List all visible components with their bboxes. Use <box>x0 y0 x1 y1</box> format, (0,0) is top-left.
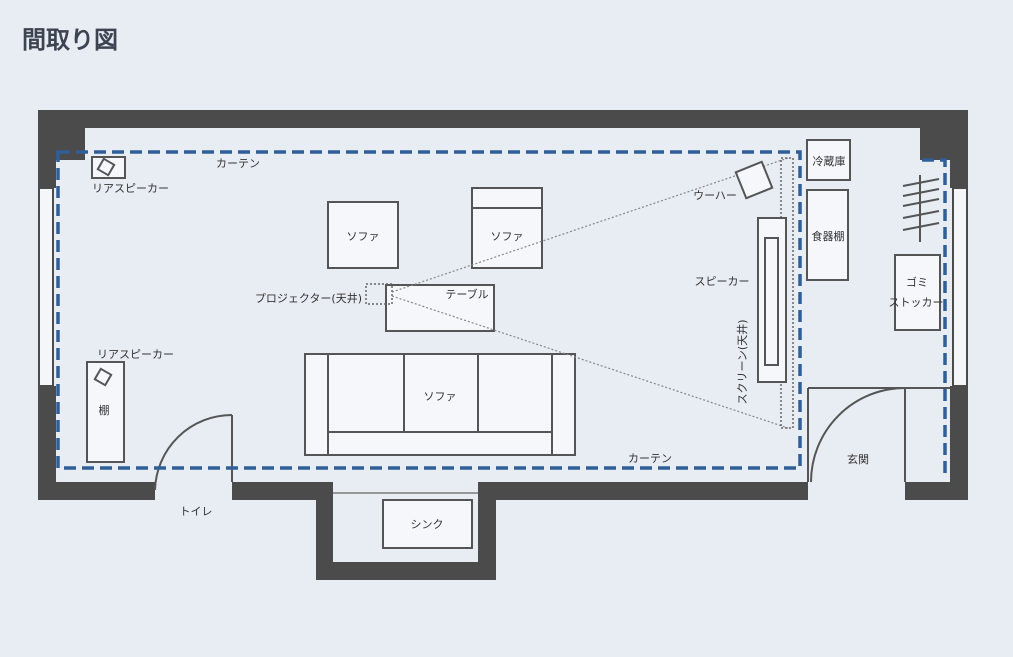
rear-speaker-top <box>91 156 126 179</box>
walls <box>38 110 968 580</box>
label-woofer: ウーハー <box>693 189 737 202</box>
label-sofa-3: ソファ <box>424 390 457 403</box>
front-speaker <box>757 217 787 383</box>
wall-alcove-left <box>316 482 333 580</box>
entrance-door <box>807 387 950 483</box>
label-rear-speaker-left: リアスピーカー <box>97 348 174 361</box>
label-trash-line2: ストッカー <box>889 296 944 309</box>
label-table: テーブル <box>445 287 488 301</box>
label-cupboard: 食器棚 <box>812 229 845 243</box>
projector <box>365 283 393 305</box>
front-speaker-inner <box>764 237 779 366</box>
wall-bottom-mid-right <box>478 482 808 500</box>
wall-bottom-right <box>905 482 968 500</box>
wall-corner-top-right <box>920 128 968 160</box>
wall-top <box>38 110 968 128</box>
hanger-rack <box>902 175 940 242</box>
sofa-3-body <box>304 353 576 456</box>
wall-alcove-right <box>478 482 496 580</box>
label-trash-line1: ゴミ <box>906 275 928 289</box>
fridge <box>806 139 851 181</box>
cupboard <box>806 189 849 281</box>
curtain-right <box>922 158 947 475</box>
trash-stocker <box>894 254 941 331</box>
label-sofa-1: ソファ <box>347 230 380 243</box>
toilet-door-swing <box>154 414 233 491</box>
sofa-2-body <box>471 187 543 269</box>
sofa-1 <box>327 201 399 269</box>
entrance-door-swing <box>810 387 906 483</box>
label-screen: スクリーン(天井) <box>735 319 749 404</box>
window-left <box>38 187 54 387</box>
shelf <box>86 361 125 463</box>
wall-left-lower <box>38 386 56 500</box>
hanger-4 <box>902 210 940 219</box>
projection-line-top <box>391 157 789 293</box>
woofer <box>734 160 774 200</box>
toilet-door <box>154 414 233 491</box>
table <box>385 284 495 332</box>
label-curtain-top: カーテン <box>216 157 260 170</box>
label-toilet: トイレ <box>180 505 213 518</box>
wall-bottom-mid-left <box>232 482 333 500</box>
sofa-3 <box>304 353 576 456</box>
label-sink: シンク <box>411 518 444 531</box>
label-shelf: 棚 <box>99 403 110 417</box>
label-projector: プロジェクター(天井) <box>255 291 362 305</box>
label-sofa-2: ソファ <box>491 230 524 243</box>
wall-right-upper <box>950 160 968 188</box>
label-speaker: スピーカー <box>695 275 750 288</box>
hanger-1 <box>902 178 940 187</box>
wall-left-upper <box>38 160 56 188</box>
wall-alcove-bottom <box>316 562 496 580</box>
window-right <box>952 187 968 387</box>
hanger-5 <box>902 222 940 231</box>
sink <box>382 499 473 549</box>
rear-speaker-top-icon <box>96 157 116 177</box>
wall-corner-top-left <box>38 128 85 160</box>
rear-speaker-left-icon <box>93 367 113 387</box>
curtain-main <box>56 150 802 470</box>
wall-bottom-left <box>38 482 155 500</box>
wall-right-lower <box>950 386 968 500</box>
hanger-3 <box>902 198 940 207</box>
label-entrance: 玄関 <box>847 452 869 466</box>
label-fridge: 冷蔵庫 <box>813 154 846 168</box>
label-curtain-bottom: カーテン <box>628 452 672 465</box>
projection-line-bottom <box>391 295 789 429</box>
label-rear-speaker-top: リアスピーカー <box>92 182 169 195</box>
hanger-2 <box>902 188 940 197</box>
page-title: 間取り図 <box>22 26 118 54</box>
labels: カーテン カーテン リアスピーカー リアスピーカー 棚 ソファ ソファ ソファ … <box>92 154 944 531</box>
sofa-2 <box>471 187 543 269</box>
